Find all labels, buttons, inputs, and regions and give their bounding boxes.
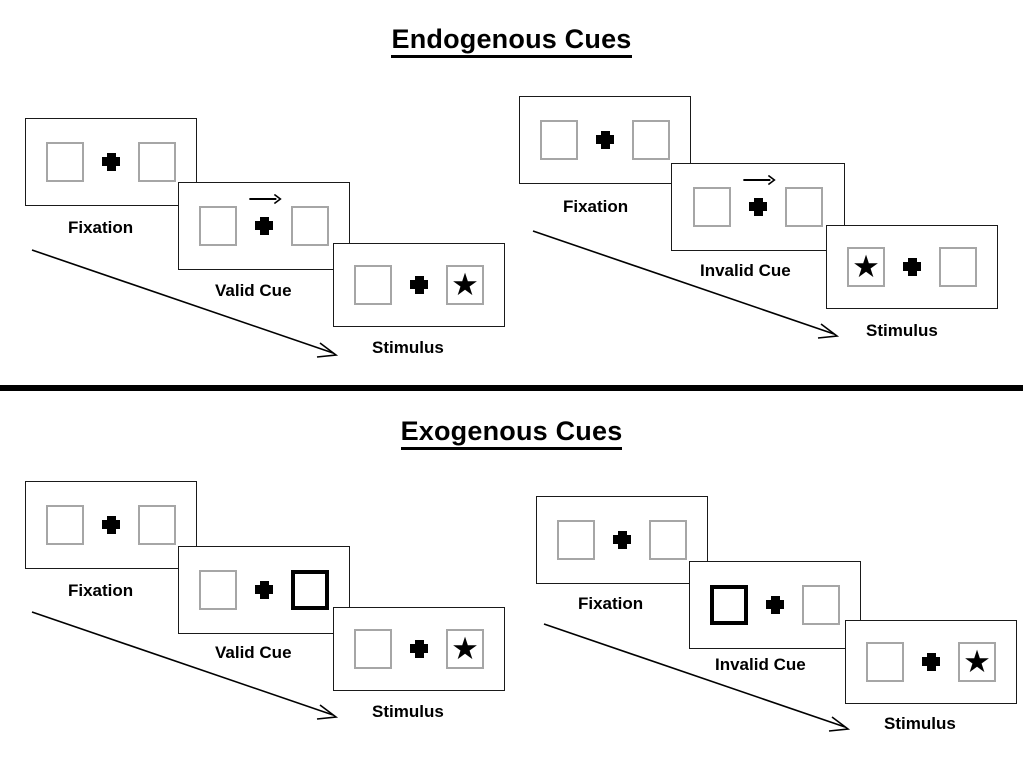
caption-exogenous-valid-stimulus: Stimulus: [372, 702, 444, 721]
fixation-cross-icon: [918, 642, 944, 682]
caption-endogenous-valid-cue: Valid Cue: [215, 281, 292, 300]
section-title-exogenous: Exogenous Cues: [0, 416, 1023, 450]
stimulus-box-left: [693, 187, 731, 227]
stimulus-box-left: [46, 505, 84, 545]
caption-endogenous-invalid-cue: Invalid Cue: [700, 261, 791, 280]
cross-bar-vertical: [600, 130, 610, 149]
fixation-cross-icon: [406, 629, 432, 669]
star-icon: ★: [963, 643, 991, 679]
stimulus-box-right: ★: [446, 629, 484, 669]
stimulus-box-left: [354, 265, 392, 305]
screen-exogenous-valid-fixation[interactable]: [25, 481, 197, 569]
fixation-cross-icon: [743, 175, 776, 227]
cross-bar-vertical: [753, 197, 763, 216]
screen-endogenous-invalid-stimulus[interactable]: ★: [826, 225, 998, 309]
stimulus-box-right: ★: [446, 265, 484, 305]
screen-endogenous-invalid-fixation[interactable]: [519, 96, 691, 184]
cue-arrow-right-icon: [743, 175, 776, 186]
fixation-cross-icon: [899, 247, 925, 287]
stimulus-box-left: [199, 206, 237, 246]
stimulus-box-right: [291, 206, 329, 246]
stimulus-box-left: [354, 629, 392, 669]
stimulus-box-right: [802, 585, 840, 625]
fixation-cross-icon: [98, 505, 124, 545]
stimulus-box-right: [785, 187, 823, 227]
stimulus-box-right: [138, 142, 176, 182]
star-icon: ★: [451, 266, 479, 302]
star-icon: ★: [451, 630, 479, 666]
fixation-cross-icon: [592, 120, 618, 160]
cross-bar-vertical: [106, 515, 116, 534]
caption-exogenous-invalid-cue: Invalid Cue: [715, 655, 806, 674]
screen-content: ★: [847, 247, 977, 287]
screen-content: [46, 142, 176, 182]
cue-arrow-right-icon: [249, 194, 282, 205]
caption-endogenous-invalid-stimulus: Stimulus: [866, 321, 938, 340]
screen-exogenous-valid-cue[interactable]: [178, 546, 350, 634]
stimulus-box-left: [866, 642, 904, 682]
stimulus-box-right-cued: [291, 570, 329, 610]
stimulus-box-left-cued: [710, 585, 748, 625]
screen-content: [46, 505, 176, 545]
screen-exogenous-invalid-fixation[interactable]: [536, 496, 708, 584]
cross-bar-vertical: [617, 530, 627, 549]
section-title-exogenous-text: Exogenous Cues: [400, 416, 623, 450]
stimulus-box-left: [46, 142, 84, 182]
screen-content: ★: [354, 629, 484, 669]
cross-bar-vertical: [414, 639, 424, 658]
screen-endogenous-invalid-cue[interactable]: [671, 163, 845, 251]
screen-endogenous-valid-stimulus[interactable]: ★: [333, 243, 505, 327]
fixation-cross-icon: [609, 520, 635, 560]
section-title-endogenous-text: Endogenous Cues: [391, 24, 632, 58]
cross-bar-vertical: [926, 652, 936, 671]
screen-endogenous-valid-fixation[interactable]: [25, 118, 197, 206]
screen-exogenous-invalid-stimulus[interactable]: ★: [845, 620, 1017, 704]
stimulus-box-left: ★: [847, 247, 885, 287]
caption-exogenous-invalid-fixation: Fixation: [578, 594, 644, 613]
stimulus-box-right: [939, 247, 977, 287]
screen-exogenous-valid-stimulus[interactable]: ★: [333, 607, 505, 691]
caption-exogenous-invalid-stimulus: Stimulus: [884, 714, 956, 733]
screen-endogenous-valid-cue[interactable]: [178, 182, 350, 270]
fixation-cross-icon: [98, 142, 124, 182]
screen-content: ★: [866, 642, 996, 682]
screen-content: [199, 194, 329, 246]
cross-bar-vertical: [770, 595, 780, 614]
cross-bar-vertical: [907, 257, 917, 276]
cross-bar-vertical: [106, 152, 116, 171]
fixation-cross-icon: [762, 585, 788, 625]
cross-bar-vertical: [414, 275, 424, 294]
caption-endogenous-valid-fixation: Fixation: [68, 218, 134, 237]
screen-content: [693, 175, 823, 227]
section-divider: [0, 385, 1023, 391]
stimulus-box-right: [138, 505, 176, 545]
screen-content: [199, 570, 329, 610]
caption-endogenous-invalid-fixation: Fixation: [563, 197, 629, 216]
stimulus-box-right: [649, 520, 687, 560]
stimulus-box-right: [632, 120, 670, 160]
screen-exogenous-invalid-cue[interactable]: [689, 561, 861, 649]
fixation-cross-icon: [249, 194, 282, 246]
stimulus-box-left: [540, 120, 578, 160]
caption-exogenous-valid-cue: Valid Cue: [215, 643, 292, 662]
stimulus-box-left: [199, 570, 237, 610]
cross-bar-vertical: [259, 580, 269, 599]
fixation-cross-icon: [251, 570, 277, 610]
screen-content: [540, 120, 670, 160]
stimulus-box-right: ★: [958, 642, 996, 682]
screen-content: ★: [354, 265, 484, 305]
screen-content: [557, 520, 687, 560]
section-title-endogenous: Endogenous Cues: [0, 24, 1023, 58]
caption-endogenous-valid-stimulus: Stimulus: [372, 338, 444, 357]
star-icon: ★: [852, 248, 880, 284]
fixation-cross-icon: [406, 265, 432, 305]
cross-bar-vertical: [259, 216, 269, 235]
stimulus-box-left: [557, 520, 595, 560]
caption-exogenous-valid-fixation: Fixation: [68, 581, 134, 600]
screen-content: [710, 585, 840, 625]
